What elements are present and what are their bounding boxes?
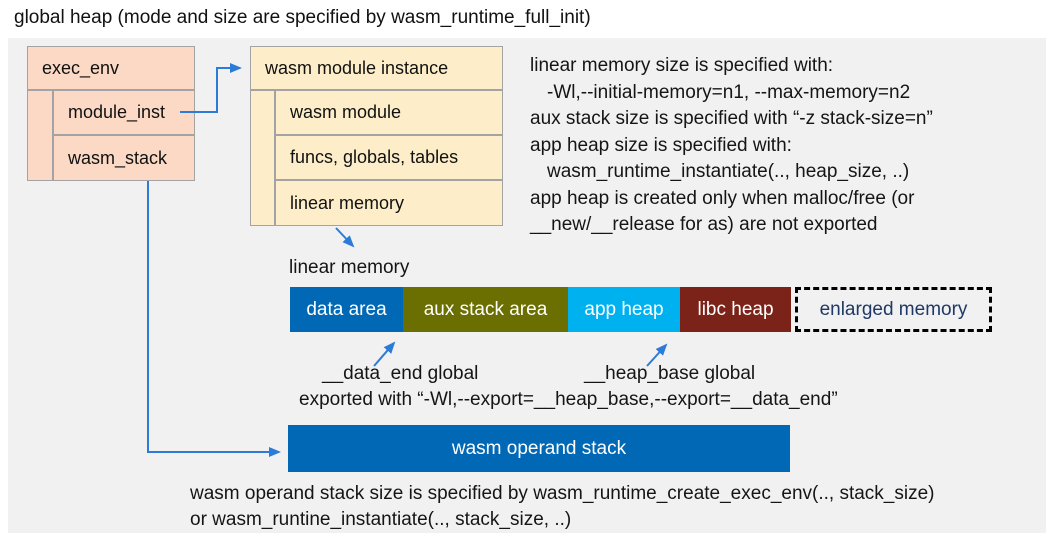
wasm-module-instance-box: wasm module instance [250, 46, 503, 90]
footer-line: or wasm_runtine_instantiate(.., stack_si… [190, 508, 572, 530]
note-line: -Wl,--initial-memory=n1, --max-memory=n2 [547, 81, 911, 103]
wasm-module-instance-spine [250, 90, 275, 226]
exec-env-spine [27, 90, 53, 181]
wasm-stack-box: wasm_stack [53, 135, 195, 181]
heap-base-global-label: __heap_base global [584, 363, 756, 384]
module-inst-label: module_inst [68, 102, 166, 122]
funcs-globals-tables-label: funcs, globals, tables [290, 147, 459, 167]
segment-data-area-label: data area [306, 298, 387, 320]
segment-app-heap-label: app heap [584, 298, 664, 320]
note-line: wasm_runtime_instantiate(.., heap_size, … [547, 161, 910, 182]
wasm-module-instance-label: wasm module instance [265, 57, 449, 78]
segment-data-area: data area [290, 287, 403, 332]
wasm-operand-stack-bar: wasm operand stack [288, 425, 790, 472]
segment-enlarged-memory: enlarged memory [795, 287, 992, 332]
exec-env-box: exec_env [27, 46, 195, 90]
module-inst-box: module_inst [53, 90, 195, 135]
wasm-stack-label: wasm_stack [68, 147, 168, 168]
exec-env-label: exec_env [42, 57, 120, 78]
segment-enlarged-memory-label: enlarged memory [819, 298, 968, 320]
segment-libc-heap: libc heap [680, 287, 791, 332]
note-line: linear memory size is specified with: [530, 55, 834, 76]
wasm-operand-stack-label: wasm operand stack [451, 437, 627, 459]
footer-notes: wasm operand stack size is specified by … [190, 481, 935, 532]
exported-with-line: exported with “-Wl,--export=__heap_base,… [299, 389, 838, 410]
note-line: app heap size is specified with: [530, 134, 792, 156]
wasm-module-label: wasm module [290, 102, 402, 122]
funcs-globals-tables-box: funcs, globals, tables [275, 135, 503, 180]
linear-memory-caption: linear memory [289, 257, 410, 278]
wasm-module-box: wasm module [275, 90, 503, 135]
segment-aux-stack-area: aux stack area [403, 287, 568, 332]
note-line: app heap is created only when malloc/fre… [530, 187, 915, 209]
diagram-title: global heap (mode and size are specified… [14, 7, 591, 28]
segment-app-heap: app heap [568, 287, 680, 332]
linear-memory-row-label: linear memory [290, 192, 405, 213]
data-end-global-label: __data_end global [322, 363, 479, 384]
linear-memory-row-box: linear memory [275, 180, 503, 226]
note-line: __new/__release for as) are not exported [530, 214, 878, 235]
top-notes: linear memory size is specified with: -W… [530, 53, 933, 239]
segment-aux-stack-area-label: aux stack area [423, 298, 548, 320]
footer-line: wasm operand stack size is specified by … [190, 483, 935, 504]
segment-libc-heap-label: libc heap [697, 298, 774, 320]
note-line: aux stack size is specified with “-z sta… [530, 108, 933, 129]
